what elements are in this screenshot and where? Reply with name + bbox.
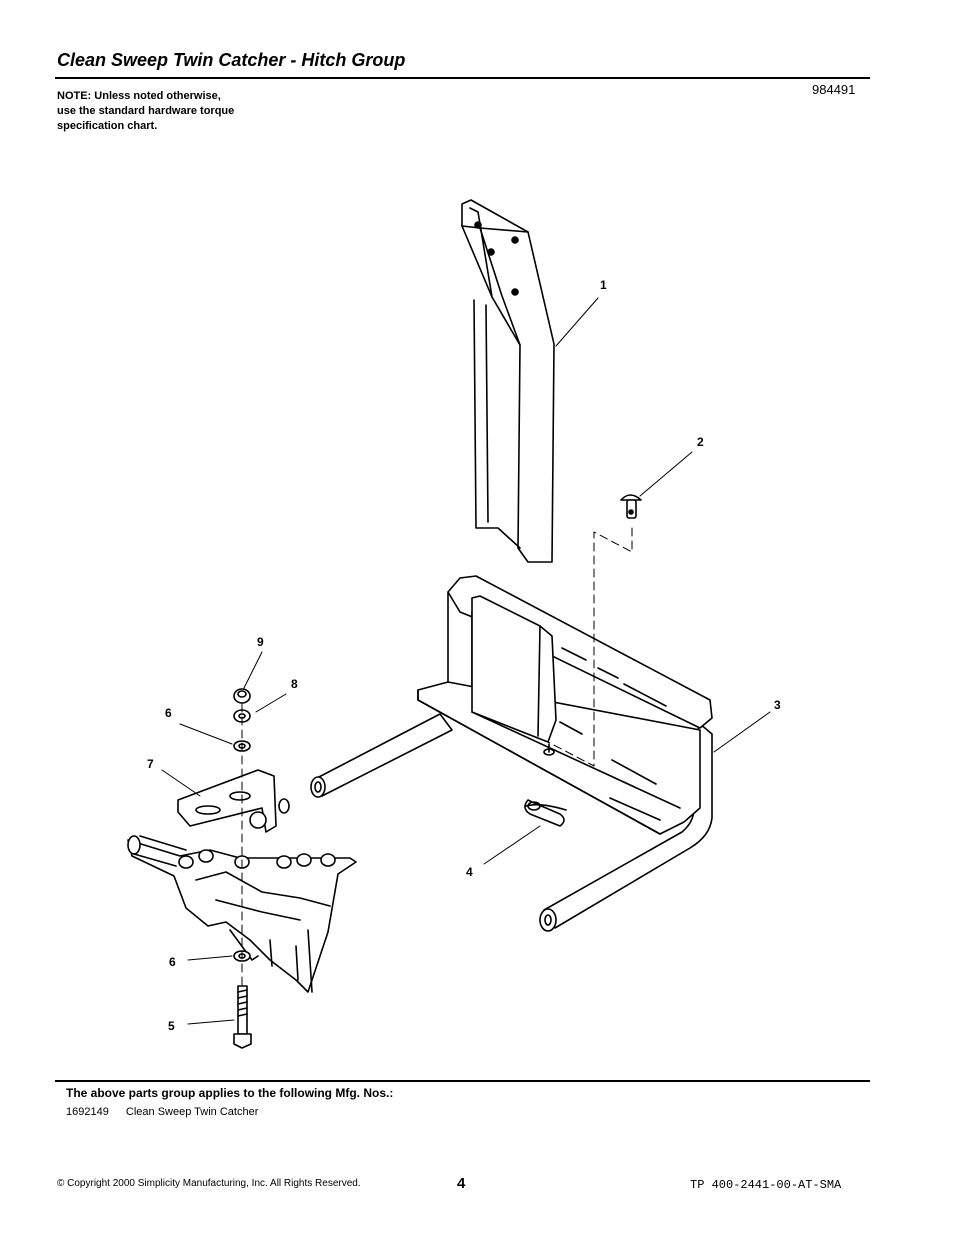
callout-6-lower: 6 xyxy=(169,955,176,969)
diagram-number: 984491 xyxy=(812,82,856,97)
callout-3: 3 xyxy=(774,698,781,712)
callout-6-upper: 6 xyxy=(165,706,172,720)
page-number: 4 xyxy=(457,1175,466,1192)
callout-2: 2 xyxy=(697,435,704,449)
mfg-number: 1692149 xyxy=(66,1106,109,1118)
note-line: use the standard hardware torque xyxy=(57,105,235,117)
torque-note: NOTE: Unless noted otherwise, use the st… xyxy=(57,89,234,134)
callout-7: 7 xyxy=(147,757,154,771)
callout-8: 8 xyxy=(291,677,298,691)
applies-heading: The above parts group applies to the fol… xyxy=(66,1086,394,1100)
note-line: NOTE: Unless noted otherwise, xyxy=(57,90,221,102)
note-line: specification chart. xyxy=(57,120,158,132)
callout-labels: 1 2 3 4 5 6 6 7 8 9 xyxy=(147,278,781,1033)
leader-lines xyxy=(161,297,771,1025)
callout-4: 4 xyxy=(466,865,473,879)
hitch-upright-bar xyxy=(461,199,555,563)
header-rule xyxy=(55,77,870,79)
page-title: Clean Sweep Twin Catcher - Hitch Group xyxy=(57,50,406,70)
assembly-lines xyxy=(241,527,633,991)
document-number: TP 400-2441-00-AT-SMA xyxy=(690,1178,842,1192)
copyright: © Copyright 2000 Simplicity Manufacturin… xyxy=(57,1178,361,1189)
callout-9: 9 xyxy=(257,635,264,649)
hairpin-clip xyxy=(524,799,567,827)
mfg-description: Clean Sweep Twin Catcher xyxy=(125,1106,259,1118)
hitch-plate-assembly xyxy=(310,575,713,932)
footer-rule xyxy=(55,1080,870,1082)
callout-1: 1 xyxy=(600,278,607,292)
callout-5: 5 xyxy=(168,1019,175,1033)
mfg-row: 1692149 Clean Sweep Twin Catcher xyxy=(66,1106,272,1118)
clevis-pin xyxy=(620,494,642,519)
